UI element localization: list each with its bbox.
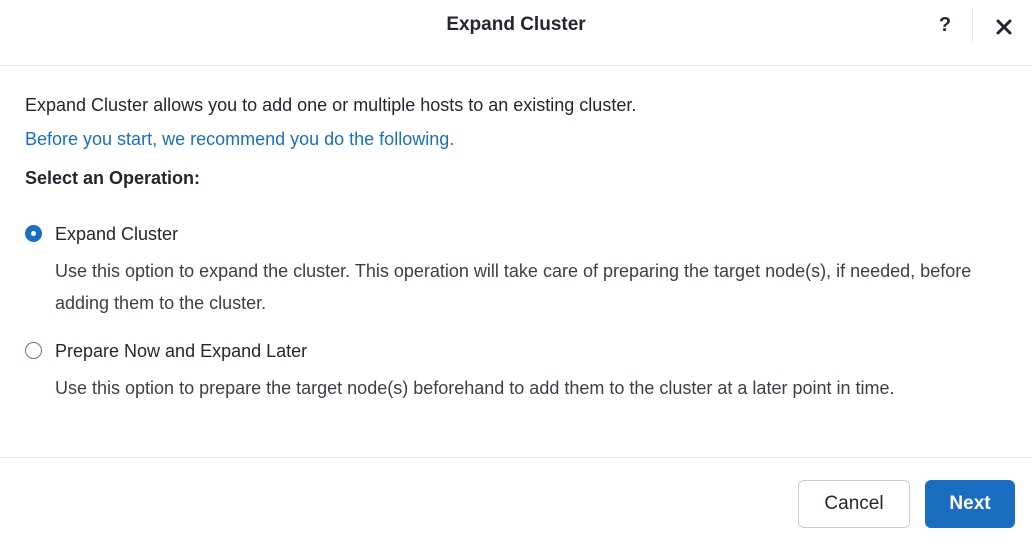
intro-text: Expand Cluster allows you to add one or …	[25, 95, 637, 115]
dialog-title: Expand Cluster	[446, 14, 586, 35]
prepare-later-radio[interactable]	[25, 342, 42, 359]
expand-cluster-radio[interactable]	[25, 225, 42, 242]
dialog-footer: Cancel Next	[0, 457, 1032, 544]
close-icon	[996, 19, 1012, 35]
cancel-button[interactable]: Cancel	[798, 480, 910, 528]
option-label: Expand Cluster	[55, 224, 179, 244]
close-button[interactable]	[993, 14, 1015, 38]
option-description: Use this option to prepare the target no…	[55, 378, 895, 398]
recommendation-link[interactable]: Before you start, we recommend you do th…	[25, 129, 455, 149]
operation-heading: Select an Operation:	[25, 168, 201, 188]
header-divider	[972, 8, 973, 42]
next-button[interactable]: Next	[925, 480, 1015, 528]
option-label: Prepare Now and Expand Later	[55, 341, 308, 361]
help-button[interactable]: ?	[938, 14, 952, 36]
option-description: Use this option to expand the cluster. T…	[55, 261, 972, 313]
dialog-header: Expand Cluster ?	[0, 0, 1032, 66]
